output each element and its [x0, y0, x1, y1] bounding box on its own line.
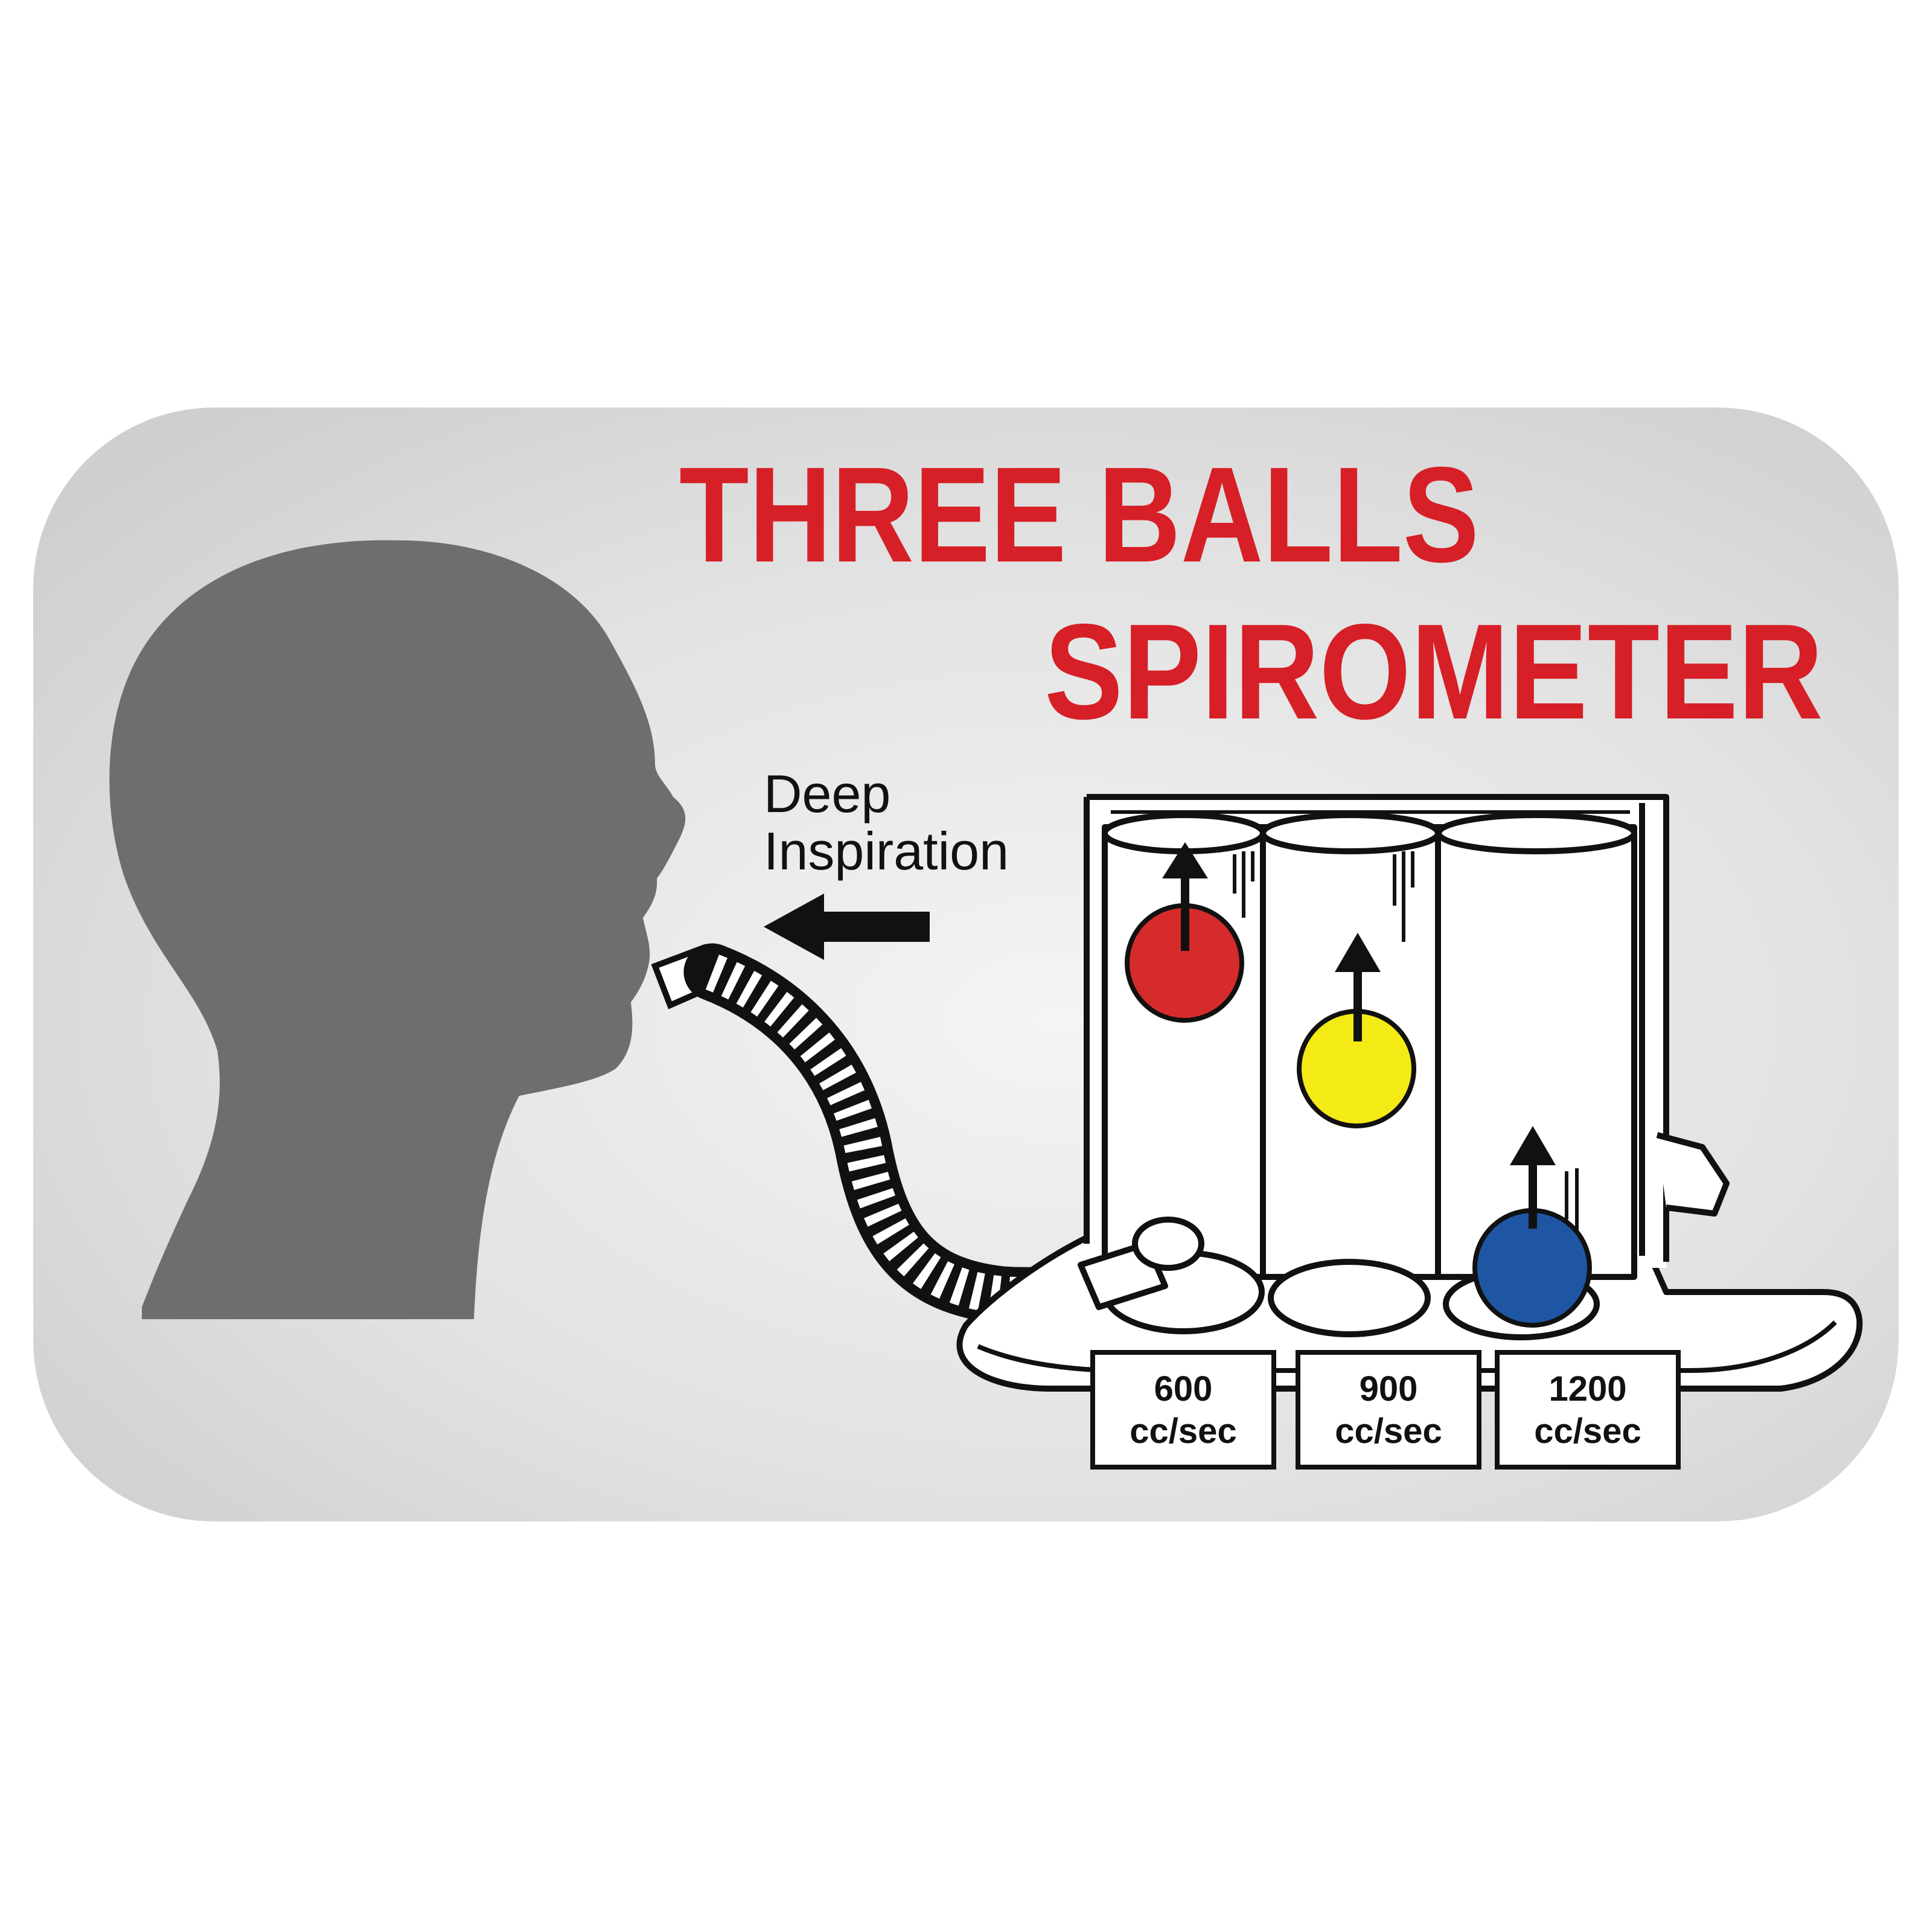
rate-label-1200: 1200 cc/sec: [1495, 1350, 1681, 1470]
instruction-line-2: Inspiration: [764, 821, 1009, 881]
up-arrow-icon: [1510, 1126, 1556, 1229]
rate-value: 900: [1360, 1369, 1418, 1409]
up-arrow-icon: [1162, 842, 1208, 951]
rate-label-900: 900 cc/sec: [1296, 1350, 1481, 1470]
rate-label-600: 600 cc/sec: [1090, 1350, 1276, 1470]
rate-value: 1200: [1548, 1369, 1626, 1409]
up-arrow-icon: [1335, 933, 1381, 1041]
title-line-2: SPIROMETER: [1044, 595, 1823, 747]
left-arrow-icon: [764, 894, 930, 960]
rate-unit: cc/sec: [1130, 1412, 1236, 1451]
rate-unit: cc/sec: [1335, 1412, 1442, 1451]
head-silhouette-icon: [109, 540, 686, 1320]
rate-value: 600: [1154, 1369, 1213, 1409]
rate-unit: cc/sec: [1534, 1412, 1641, 1451]
title-line-1: THREE BALLS: [679, 438, 1479, 590]
instruction-line-1: Deep: [764, 764, 890, 824]
